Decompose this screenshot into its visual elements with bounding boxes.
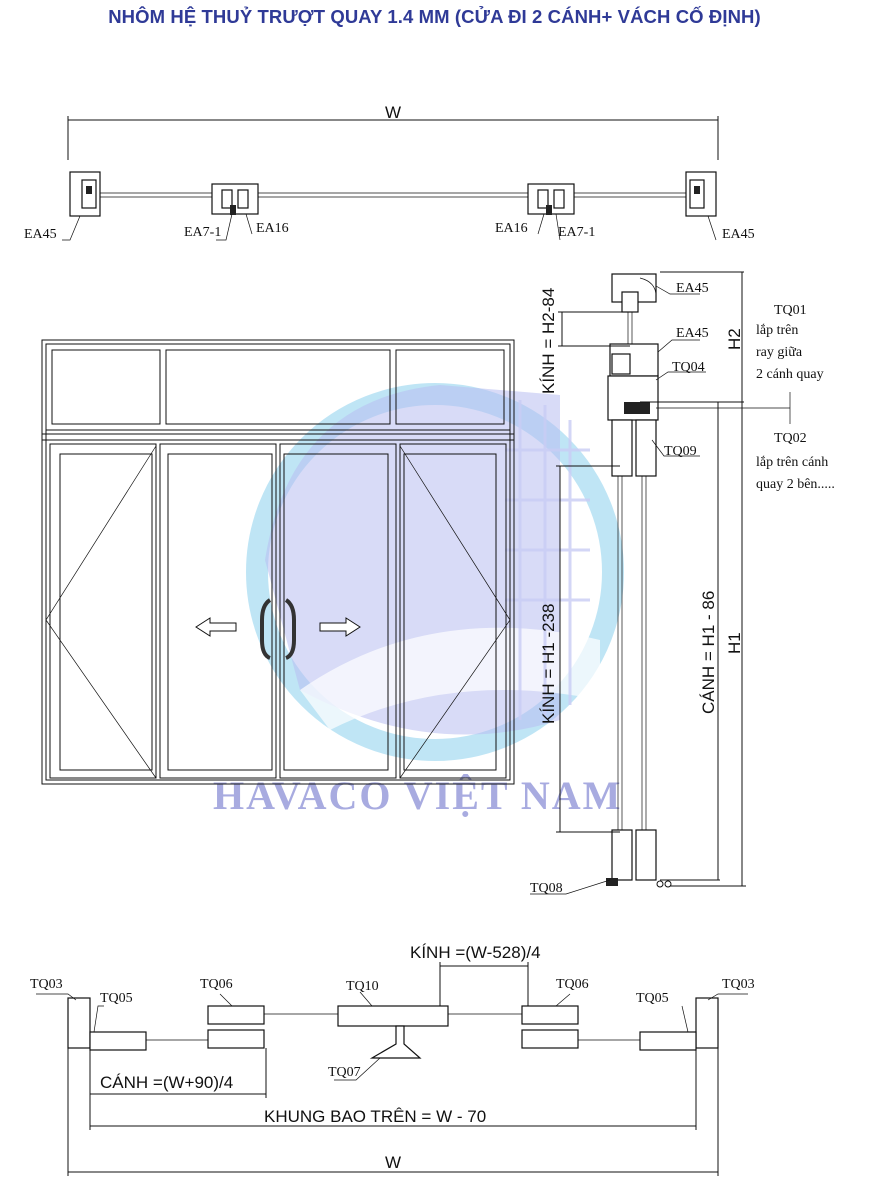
leaf-2 <box>159 443 277 779</box>
top-plan-section: W <box>24 103 755 242</box>
door-elevation <box>41 339 515 785</box>
dim-h1: H1 <box>725 632 744 654</box>
dim-canh: CÁNH = H1 - 86 <box>699 591 718 714</box>
profile-tq03-right <box>695 997 719 1049</box>
label-tq08: TQ08 <box>530 881 563 896</box>
profile-ea7-1-right <box>527 183 575 215</box>
transom-panel-left <box>51 349 161 425</box>
transom-panel-center <box>165 349 391 425</box>
label-tq07: TQ07 <box>328 1065 361 1080</box>
svg-text:lắp trên: lắp trên <box>756 323 798 338</box>
open-left-arrow-icon <box>195 617 237 637</box>
open-right-arrow-icon <box>319 617 361 637</box>
dim-h2: H2 <box>725 328 744 350</box>
side-section: EA45 EA45 TQ04 TQ09 TQ08 TQ01 lắp trên r… <box>530 271 835 896</box>
label-tq04: TQ04 <box>672 360 705 375</box>
leaf-4 <box>399 443 507 779</box>
label-ea45-left: EA45 <box>24 227 57 242</box>
label-tq06-left: TQ06 <box>200 977 233 992</box>
dim-kinh-bottom: KÍNH =(W-528)/4 <box>410 943 541 962</box>
leaf-1 <box>49 443 157 779</box>
leaf-3 <box>279 443 397 779</box>
note-tq02: TQ02 lắp trên cánh quay 2 bên..... <box>756 431 835 492</box>
label-ea7-1-left: EA7-1 <box>184 225 221 240</box>
label-tq05-right: TQ05 <box>636 991 669 1006</box>
svg-text:lắp trên cánh: lắp trên cánh <box>756 455 828 470</box>
watermark-logo: HAVACO VIỆT NAM <box>213 383 624 818</box>
dim-kinh-top: KÍNH = H2-84 <box>539 288 558 394</box>
label-ea16-right: EA16 <box>495 221 528 236</box>
label-ea7-1-right: EA7-1 <box>558 225 595 240</box>
label-tq03-right: TQ03 <box>722 977 755 992</box>
label-ea16-left: EA16 <box>256 221 289 236</box>
dim-w-bottom: W <box>385 1153 401 1172</box>
dim-khung: KHUNG BAO TRÊN = W - 70 <box>264 1107 486 1126</box>
svg-text:TQ02: TQ02 <box>774 431 807 446</box>
dim-kinh-main: KÍNH = H1 -238 <box>539 604 558 724</box>
bottom-plan-section: KÍNH =(W-528)/4 TQ03 TQ05 TQ06 TQ10 TQ0 <box>30 943 755 1176</box>
svg-text:TQ01: TQ01 <box>774 303 807 318</box>
svg-text:quay 2 bên.....: quay 2 bên..... <box>756 477 835 492</box>
label-tq03-left: TQ03 <box>30 977 63 992</box>
label-ea45-top: EA45 <box>676 281 709 296</box>
transom-panel-right <box>395 349 505 425</box>
dim-canh-bottom: CÁNH =(W+90)/4 <box>100 1073 233 1092</box>
note-tq01: TQ01 lắp trên ray giữa 2 cánh quay <box>756 303 824 382</box>
profile-ea45-left <box>69 171 101 217</box>
profile-ea45-right <box>685 171 717 217</box>
svg-text:2 cánh quay: 2 cánh quay <box>756 367 824 382</box>
label-tq10: TQ10 <box>346 979 379 994</box>
page-title: NHÔM HỆ THUỶ TRƯỢT QUAY 1.4 MM (CỬA ĐI 2… <box>108 6 761 27</box>
profile-tq03-left <box>67 997 91 1049</box>
label-ea45-right: EA45 <box>722 227 755 242</box>
label-tq09: TQ09 <box>664 444 697 459</box>
label-ea45-mid: EA45 <box>676 326 709 341</box>
width-label: W <box>385 103 401 122</box>
profile-ea7-1-left <box>211 183 259 215</box>
svg-text:ray giữa: ray giữa <box>756 345 803 360</box>
label-tq05-left: TQ05 <box>100 991 133 1006</box>
label-tq06-right: TQ06 <box>556 977 589 992</box>
